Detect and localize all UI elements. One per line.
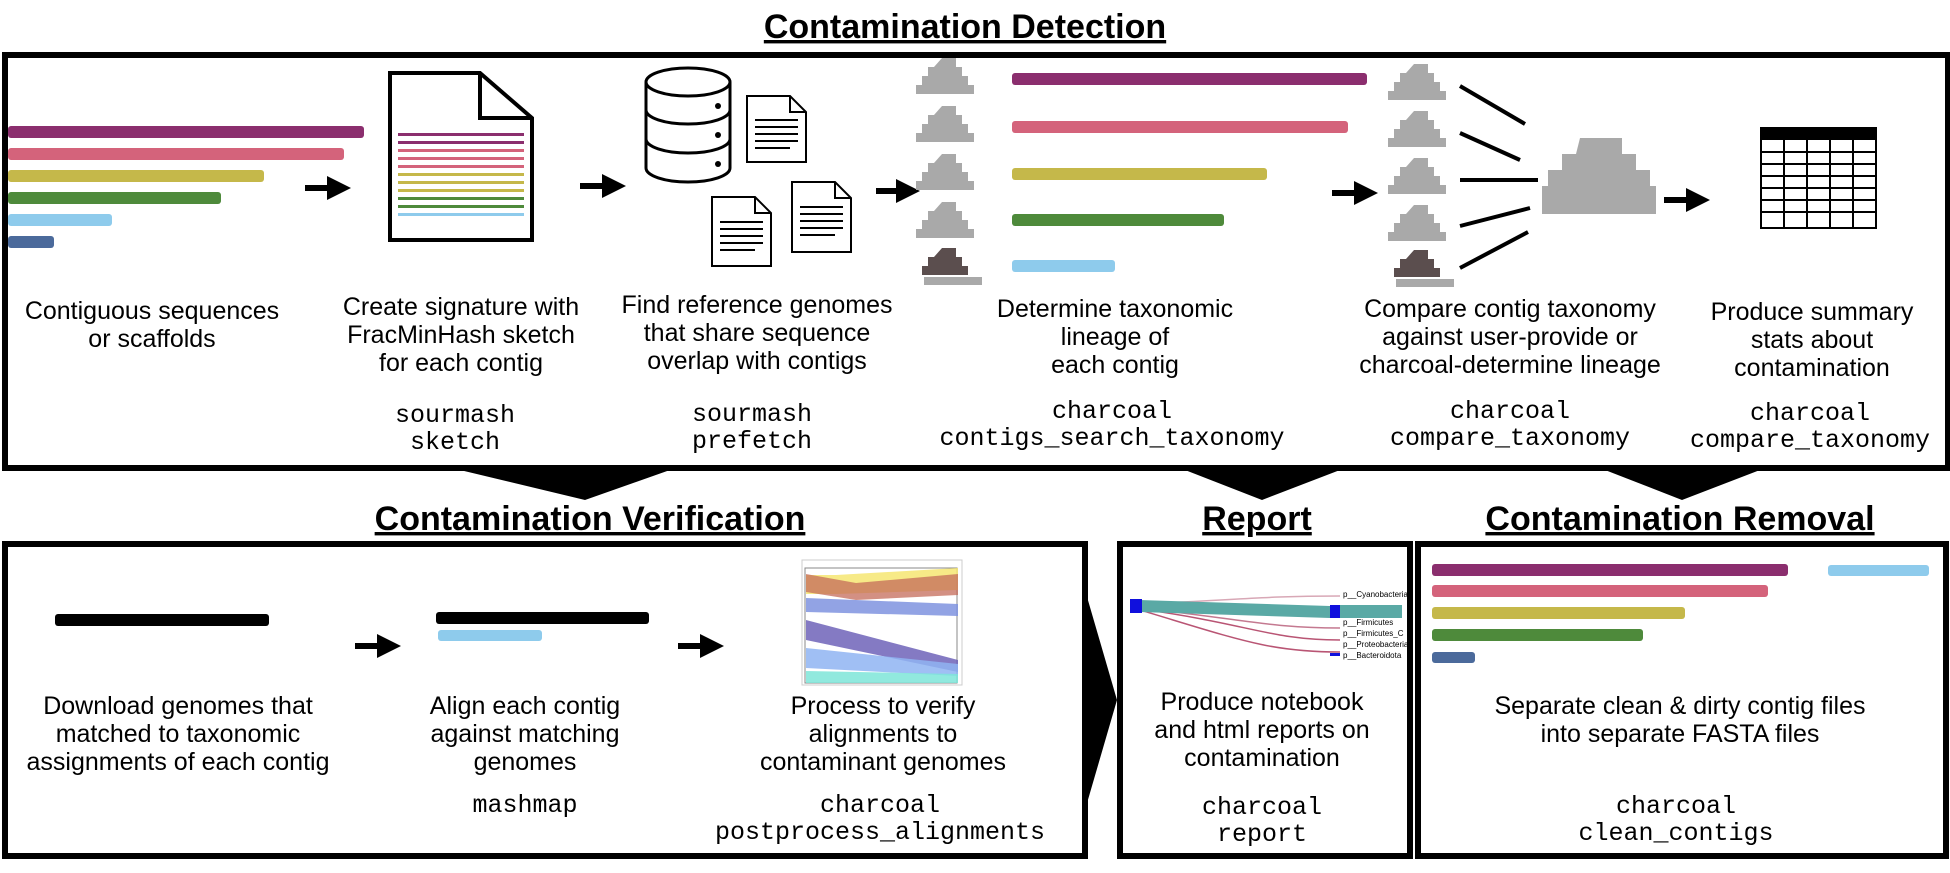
clean-contigs-icon	[1432, 564, 1788, 663]
detection-title: Contamination Detection	[764, 8, 1166, 46]
report-title: Report	[1202, 500, 1312, 538]
reference-document-icon	[711, 196, 772, 267]
contig-bars-icon	[1012, 73, 1367, 272]
database-icon	[644, 66, 732, 184]
sankey-label: p__Firmicutes	[1343, 618, 1393, 627]
sankey-label: p__Firmicutes_C	[1343, 629, 1404, 638]
removal-title: Contamination Removal	[1485, 500, 1874, 538]
flow-connector	[1085, 590, 1117, 810]
contig-bars-icon	[8, 126, 364, 248]
alignment-icon	[436, 612, 649, 641]
removal-panel	[1415, 541, 1949, 859]
sankey-label: p__Bacteroidota	[1343, 651, 1402, 660]
genome-bar-icon	[55, 614, 269, 626]
reference-document-icon	[746, 95, 807, 163]
flow-connector	[1605, 470, 1760, 500]
signature-document-icon	[388, 71, 534, 242]
sankey-thumbnail: p__Cyanobacteria p__Firmicutes p__Firmic…	[1130, 590, 1409, 660]
flow-connector	[1185, 470, 1340, 500]
report-panel	[1117, 541, 1413, 859]
dirty-contig-icon	[1828, 565, 1929, 576]
detection-panel	[2, 52, 1950, 471]
verification-title: Contamination Verification	[375, 500, 806, 538]
reference-document-icon	[791, 181, 852, 253]
taxonomy-tree-column-icon	[916, 58, 982, 285]
alignment-plot-thumbnail	[801, 559, 963, 686]
step-command: mashmap	[472, 791, 577, 820]
summary-table-icon	[1760, 127, 1877, 229]
flow-connector	[460, 470, 670, 500]
compare-taxonomy-icon	[1388, 64, 1656, 287]
sankey-label: p__Cyanobacteria	[1343, 590, 1408, 599]
sankey-label: p__Proteobacteria	[1343, 640, 1409, 649]
